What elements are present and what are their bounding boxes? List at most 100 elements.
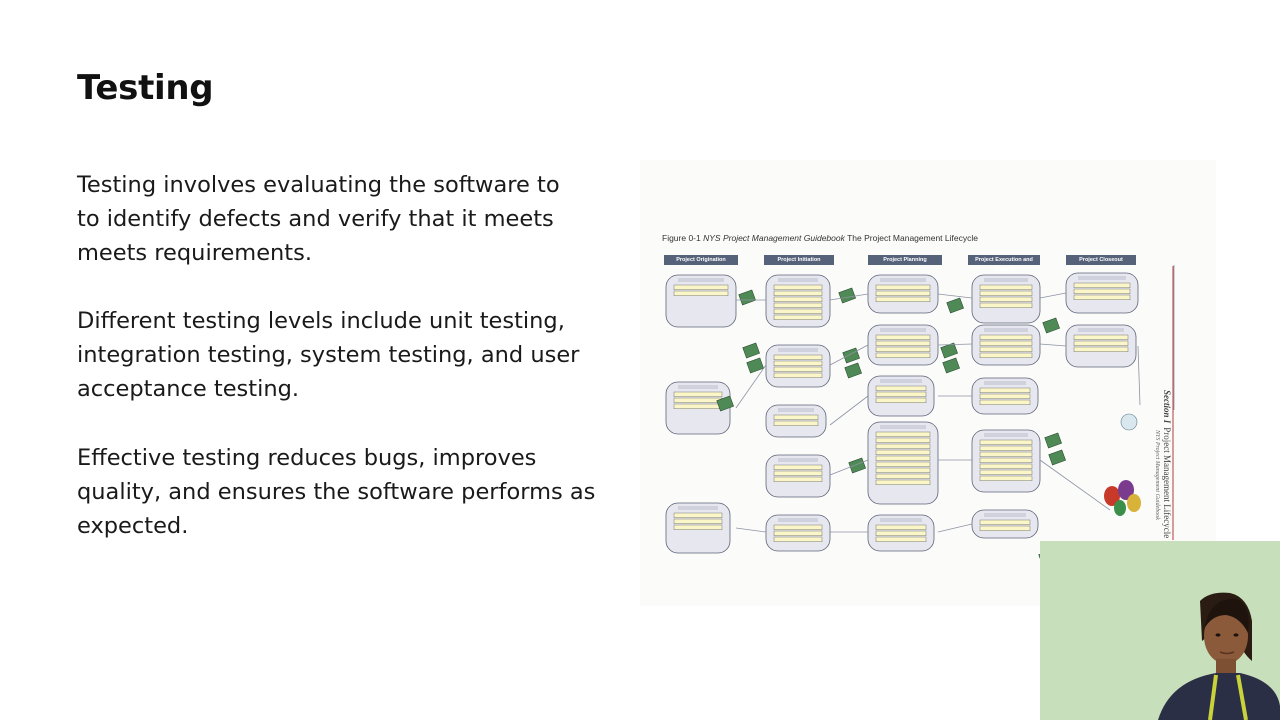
document-stack-icon [742,342,760,359]
process-step [875,391,927,398]
paragraph-line: integration testing, system testing, and… [77,342,580,368]
balloon-icon [1104,486,1120,506]
process-step [673,290,729,297]
process-step [979,399,1031,406]
flow-arrow [1039,292,1067,299]
flow-arrow [829,344,869,366]
process-step [773,372,823,379]
process-node-title-bar [678,278,724,282]
process-node-title-bar [984,433,1028,437]
process-step [773,354,823,361]
process-step [1073,334,1129,341]
process-step [875,443,931,450]
process-step [979,302,1033,309]
process-node-title-bar [778,518,818,522]
figure-side-sublabel: NYS Project Management Guidebook [1154,430,1160,520]
process-step [979,439,1033,446]
process-step [979,352,1033,359]
presenter-webcam [1040,541,1280,720]
process-step [979,475,1033,482]
document-stack-icon [1048,449,1066,466]
process-step [1073,340,1129,347]
process-step [979,451,1033,458]
process-step [979,393,1031,400]
flow-arrow [1039,343,1067,347]
process-step [1073,288,1131,295]
paragraph-line: Effective testing reduces bugs, improves [77,445,537,471]
paragraph-line: acceptance testing. [77,376,300,402]
process-node-title-bar [1078,328,1124,332]
lifecycle-diagram [665,265,1175,566]
process-step [875,385,927,392]
flow-arrow [937,523,973,533]
document-stack-icon [842,347,860,364]
balloon-icon [1127,494,1141,512]
process-node-title-bar [880,425,926,429]
process-step [875,296,931,303]
process-node-title-bar [984,381,1026,385]
process-step [673,518,723,525]
process-step [875,284,931,291]
process-step [979,346,1033,353]
flow-arrow [1137,345,1141,406]
process-step [773,420,819,427]
column-header-execution: Project Execution and Control [968,255,1040,273]
document-stack-icon [716,395,734,412]
paragraph-line: Testing involves evaluating the software… [77,172,560,198]
process-node-title-bar [880,278,926,282]
document-stack-icon [1044,432,1062,449]
process-step [979,525,1031,532]
process-step [875,352,931,359]
process-step [875,346,931,353]
process-step [875,397,927,404]
slide-title: Testing [77,68,214,108]
paragraph-line: expected. [77,513,189,539]
document-stack-icon [848,457,866,474]
process-step [773,314,823,321]
flow-arrow [735,364,767,409]
side-label-section: Section I [1162,390,1172,424]
process-step [773,296,823,303]
flow-arrow [937,343,973,346]
document-stack-icon [838,287,856,304]
process-node-title-bar [880,379,922,383]
flow-arrow [829,395,869,426]
process-step [875,290,931,297]
flow-arrow [937,293,973,299]
process-step [979,519,1031,526]
paragraph-testing-definition: Testing involves evaluating the software… [77,168,617,270]
process-step [773,366,823,373]
process-step [979,457,1033,464]
process-step [773,290,823,297]
process-step [979,340,1033,347]
process-node-title-bar [880,328,926,332]
caption-number: Figure 0-1 [662,233,701,243]
process-step [773,530,823,537]
document-stack-icon [940,342,958,359]
process-step [773,464,823,471]
process-step [1073,294,1131,301]
process-step [979,284,1033,291]
presenter-video-icon [1040,541,1280,720]
process-step [979,463,1033,470]
process-node-title-bar [678,385,718,389]
process-step [773,524,823,531]
document-stack-icon [746,357,764,374]
process-step [773,302,823,309]
process-node-title-bar [984,513,1026,517]
document-stack-icon [946,297,964,314]
process-step [773,476,823,483]
paragraph-line: to identify defects and verify that it m… [77,206,554,232]
process-step [875,334,931,341]
process-node-title-bar [1078,276,1126,280]
paragraph-line: quality, and ensures the software perfor… [77,479,596,505]
process-step [875,479,931,486]
flow-arrow [829,293,869,301]
column-header-planning: Project Planning [868,255,942,265]
process-step [875,455,931,462]
side-label-text: Project Management Lifecycle [1162,427,1172,539]
process-node-title-bar [778,278,818,282]
process-step [673,391,723,398]
process-step [673,397,723,404]
process-step [773,470,823,477]
